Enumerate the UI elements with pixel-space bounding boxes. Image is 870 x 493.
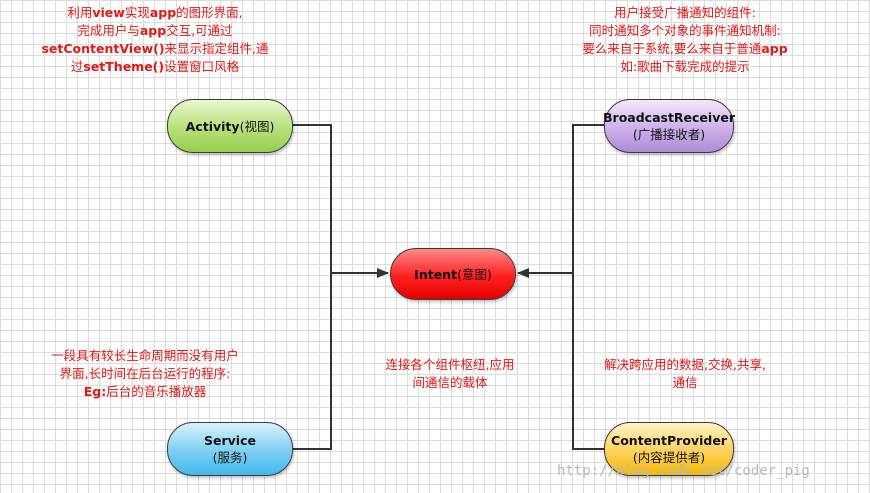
node-label: Service xyxy=(204,433,256,448)
activity-note-text: setTheme() xyxy=(83,59,165,74)
node-sublabel: (意图) xyxy=(457,266,492,282)
node-label: Activity xyxy=(185,118,240,134)
node-sublabel: (视图) xyxy=(239,118,275,134)
service-note-line: 一段具有较长生命周期而没有用户 xyxy=(51,348,239,363)
activity-note-text: 过 xyxy=(70,59,84,74)
activity-note-text: 来显示指定组件,通 xyxy=(164,41,269,56)
activity-note-text: 实现 xyxy=(124,5,150,20)
broadcast-note: 用户接受广播通知的组件: 同时通知多个对象的事件通知机制: 要么来自于系统,要么… xyxy=(560,4,810,76)
broadcast-note-text: app xyxy=(761,41,788,56)
activity-note-text: 利用 xyxy=(67,5,93,20)
activity-note-text: 设置窗口风格 xyxy=(164,59,240,74)
node-label: BroadcastReceiver xyxy=(603,110,735,125)
broadcast-note-line: 同时通知多个对象的事件通知机制: xyxy=(589,23,781,38)
activity-note-text: view xyxy=(92,5,125,20)
service-note-text: 后台的音乐播放器 xyxy=(106,384,207,399)
connector-broadcast xyxy=(572,124,604,273)
intent-note-line: 连接各个组件枢纽,应用 xyxy=(385,357,515,372)
broadcast-receiver-node: BroadcastReceiver (广播接收者) xyxy=(603,99,735,153)
activity-note-text: app xyxy=(139,23,167,38)
connector-activity xyxy=(293,124,332,273)
broadcast-note-line: 如:歌曲下载完成的提示 xyxy=(620,59,750,74)
connector-service xyxy=(293,273,332,450)
broadcast-note-line: 用户接受广播通知的组件: xyxy=(614,5,756,20)
service-note: 一段具有较长生命周期而没有用户 界面,长时间在后台运行的程序: Eg:后台的音乐… xyxy=(30,347,260,401)
activity-note: 利用view实现app的图形界面, 完成用户与app交互,可通过 setCont… xyxy=(40,4,270,76)
activity-note-text: 交互,可通过 xyxy=(166,23,233,38)
node-label: ContentProvider xyxy=(611,433,727,448)
service-node: Service (服务) xyxy=(167,422,293,476)
activity-note-text: 完成用户与 xyxy=(77,23,140,38)
provider-note-line: 通信 xyxy=(672,375,698,390)
provider-note-line: 解决跨应用的数据,交换,共享, xyxy=(604,357,766,372)
activity-node: Activity(视图) xyxy=(167,99,293,153)
node-sublabel: (服务) xyxy=(212,450,248,465)
watermark: http://blog.csdn.net/coder_pig xyxy=(557,463,810,479)
activity-note-text: setContentView() xyxy=(41,41,165,56)
broadcast-note-text: 要么来自于系统,要么来自于普通 xyxy=(582,41,762,56)
intent-note-line: 间通信的载体 xyxy=(412,375,488,390)
activity-note-text: 的图形界面, xyxy=(176,5,243,20)
service-note-text: Eg: xyxy=(83,384,107,399)
node-label: Intent xyxy=(414,266,458,282)
content-provider-node: ContentProvider (内容提供者) xyxy=(604,422,734,476)
activity-note-text: app xyxy=(149,5,177,20)
intent-note: 连接各个组件枢纽,应用 间通信的载体 xyxy=(365,356,535,392)
connector-provider xyxy=(572,273,604,450)
service-note-line: 界面,长时间在后台运行的程序: xyxy=(59,366,231,381)
node-sublabel: (内容提供者) xyxy=(632,450,706,465)
node-sublabel: (广播接收者) xyxy=(632,127,706,142)
intent-node: Intent(意图) xyxy=(390,248,516,300)
provider-note: 解决跨应用的数据,交换,共享, 通信 xyxy=(575,356,795,392)
